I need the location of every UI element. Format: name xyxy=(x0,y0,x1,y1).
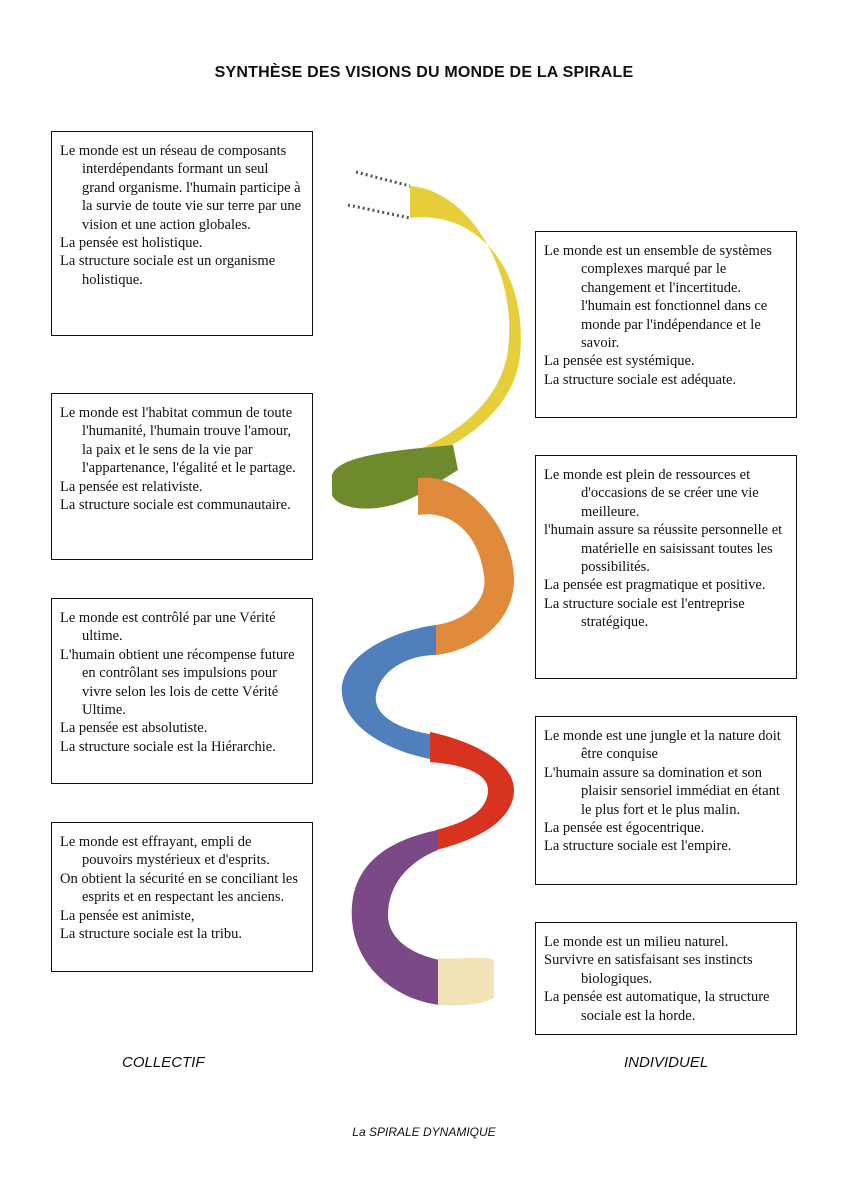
worldview-box-orange: Le monde est plein de ressources et d'oc… xyxy=(535,455,797,679)
box-line: L'humain assure sa domination et son pla… xyxy=(544,764,780,818)
box-line: La pensée est systémique. xyxy=(544,353,695,370)
box-line: La pensée est holistique. xyxy=(60,235,203,252)
box-line: Le monde est l'habitat commun de toute l… xyxy=(60,405,296,477)
box-line: La pensée est absolutiste. xyxy=(60,720,208,737)
box-line: La pensée est pragmatique et positive. xyxy=(544,577,766,594)
box-line: Le monde est plein de ressources et d'oc… xyxy=(544,467,759,520)
box-line: On obtient la sécurité en se conciliant … xyxy=(60,870,298,906)
worldview-box-blue: Le monde est contrôlé par une Vérité ult… xyxy=(51,598,313,784)
box-line: Survivre en satisfaisant ses instincts b… xyxy=(544,952,753,987)
box-line: La pensée est animiste, xyxy=(60,907,195,924)
box-line: La pensée est relativiste. xyxy=(60,478,203,495)
spiral-band-yellow xyxy=(378,186,521,470)
spiral-band-purple xyxy=(351,830,440,1005)
worldview-box-turquoise: Le monde est un réseau de composants int… xyxy=(51,131,313,336)
spiral-band-blue xyxy=(341,625,436,760)
box-line: La structure sociale est communautaire. xyxy=(60,497,291,514)
spiral-illustration xyxy=(332,170,521,1006)
box-line: La structure sociale est un organisme ho… xyxy=(60,253,276,288)
spiral-dotted-continuation xyxy=(347,203,411,220)
document-credit: La SPIRALE DYNAMIQUE xyxy=(352,1125,496,1139)
spiral-band-beige xyxy=(438,957,494,1006)
worldview-box-beige: Le monde est un milieu naturel. Survivre… xyxy=(535,922,797,1035)
box-line: Le monde est un réseau de composants int… xyxy=(60,143,302,233)
box-line: La structure sociale est l'entreprise st… xyxy=(544,595,745,631)
worldview-box-green: Le monde est l'habitat commun de toute l… xyxy=(51,393,313,560)
label-individuel: INDIVIDUEL xyxy=(624,1054,709,1071)
box-line: Le monde est effrayant, empli de pouvoir… xyxy=(60,834,270,869)
box-line: Le monde est un ensemble de systèmes com… xyxy=(544,243,772,352)
box-line: La pensée est égocentrique. xyxy=(544,820,705,837)
box-line: La structure sociale est adéquate. xyxy=(544,371,737,388)
spiral-band-green xyxy=(332,445,458,509)
spiral-dotted-continuation xyxy=(355,170,411,188)
worldview-box-purple: Le monde est effrayant, empli de pouvoir… xyxy=(51,822,313,972)
page-title: SYNTHÈSE DES VISIONS DU MONDE DE LA SPIR… xyxy=(214,64,634,81)
spiral-band-red xyxy=(430,732,514,850)
spiral-band-orange xyxy=(418,477,514,655)
box-line: La structure sociale est l'empire. xyxy=(544,838,732,855)
box-line: La pensée est automatique, la structure … xyxy=(544,989,770,1024)
worldview-box-yellow: Le monde est un ensemble de systèmes com… xyxy=(535,231,797,418)
box-line: L'humain obtient une récompense future e… xyxy=(60,646,295,719)
box-line: Le monde est contrôlé par une Vérité ult… xyxy=(60,610,276,645)
box-line: Le monde est un milieu naturel. xyxy=(544,934,729,950)
box-line: La structure sociale est la tribu. xyxy=(60,926,242,943)
box-line: Le monde est une jungle et la nature doi… xyxy=(544,728,781,763)
box-line: La structure sociale est la Hiérarchie. xyxy=(60,738,276,755)
box-line: l'humain assure sa réussite personnelle … xyxy=(544,522,783,576)
label-collectif: COLLECTIF xyxy=(122,1054,205,1071)
worldview-box-red: Le monde est une jungle et la nature doi… xyxy=(535,716,797,885)
